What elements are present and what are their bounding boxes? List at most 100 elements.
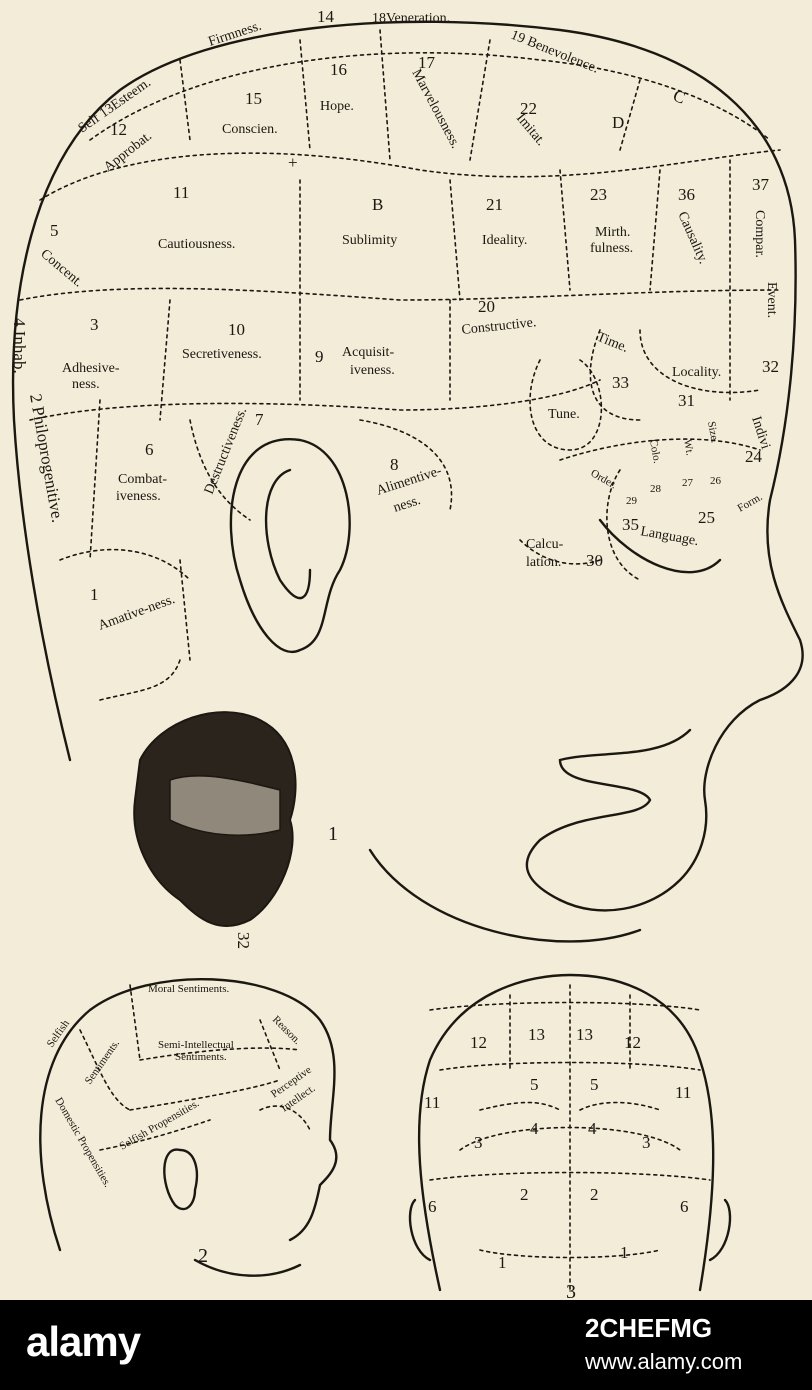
label-tune: Tune. xyxy=(548,407,580,422)
figure-three: 12 13 13 12 11 5 5 11 3 4 4 3 2 2 6 6 1 … xyxy=(408,973,732,1300)
number-29: 29 xyxy=(626,495,638,507)
number-36: 36 xyxy=(678,185,695,204)
number-17: 17 xyxy=(418,53,436,72)
skull-number: 32 xyxy=(234,932,253,949)
figure-two-dividers xyxy=(79,984,311,1151)
figure-three-outline xyxy=(417,973,715,1292)
number-35: 35 xyxy=(622,515,639,534)
number-10: 10 xyxy=(228,320,245,339)
number-15: 15 xyxy=(245,89,262,108)
figure-2-number: 2 xyxy=(198,1245,208,1267)
number-7: 7 xyxy=(255,410,264,429)
number-11: 11 xyxy=(173,183,189,202)
figure-three-2b: 2 xyxy=(590,1185,599,1204)
number-33: 33 xyxy=(612,373,629,392)
figure-two-outline xyxy=(39,977,338,1252)
label-21: Ideality. xyxy=(482,233,527,248)
number-6: 6 xyxy=(145,440,154,459)
label-17: Marvelousness. xyxy=(408,67,462,151)
number-3: 3 xyxy=(90,315,99,334)
label-form: Form. xyxy=(736,491,765,515)
label-1: Amative-ness. xyxy=(96,592,177,634)
label-9a: Acquisit- xyxy=(342,345,394,360)
figure-two-reason: Reason. xyxy=(270,1014,304,1048)
label-7: Destructiveness. xyxy=(202,405,250,496)
label-b: Sublimity xyxy=(342,233,397,248)
figure-two-domestic: Domestic Propensities. xyxy=(52,1096,113,1190)
label-30a: Calcu- xyxy=(526,537,564,552)
figure-two-moral: Moral Sentiments. xyxy=(148,983,230,995)
label-2: 2 Philoprogenitive. xyxy=(26,392,67,524)
number-1: 1 xyxy=(90,585,99,604)
figure-two-semi-a: Semi-Intellectual xyxy=(158,1039,234,1051)
figure-three-3b: 3 xyxy=(642,1133,651,1152)
figure-three-4b: 4 xyxy=(588,1119,597,1138)
plus-mark: + xyxy=(288,153,298,172)
phrenology-illustration: 4 Inhab. 2 Philoprogenitive. 1 Amative-n… xyxy=(10,7,804,1300)
ear-outline xyxy=(229,438,351,653)
number-14: 14 xyxy=(317,7,335,26)
figure-three-ear-left xyxy=(408,1198,432,1262)
figure-three-12b: 12 xyxy=(624,1033,641,1052)
label-8a: Alimentive- xyxy=(375,464,444,499)
number-12: 12 xyxy=(110,120,127,139)
label-16: Hope. xyxy=(320,99,354,114)
label-locality: Locality. xyxy=(672,365,721,380)
figure-1-number: 1 xyxy=(328,823,338,845)
figure-three-1b: 1 xyxy=(620,1243,629,1262)
figure-three-5a: 5 xyxy=(530,1075,539,1094)
figure-three-13a: 13 xyxy=(528,1025,545,1044)
label-3a: Adhesive- xyxy=(62,361,120,376)
number-37: 37 xyxy=(752,175,770,194)
number-30: 30 xyxy=(586,551,603,570)
label-colo: Colo. xyxy=(647,438,663,464)
label-36: Causality. xyxy=(674,210,710,267)
label-14: Firmness. xyxy=(207,19,264,50)
figure-two-semi-b: Sentiments. xyxy=(175,1051,227,1063)
figure-two-sentiments: Sentiments. xyxy=(83,1037,123,1086)
label-23b: fulness. xyxy=(590,241,633,256)
image-id: 2CHEFMG xyxy=(585,1313,713,1343)
site-url[interactable]: www.alamy.com xyxy=(585,1349,743,1374)
skull-highlight xyxy=(169,775,281,836)
alamy-logo[interactable]: alamy xyxy=(26,1318,141,1365)
number-27: 27 xyxy=(682,477,694,489)
label-6a: Combat- xyxy=(118,472,167,487)
figure-three-ear-right xyxy=(708,1198,732,1262)
ear-inner xyxy=(264,468,312,600)
figure-three-11a: 11 xyxy=(424,1093,440,1112)
label-5: Concent. xyxy=(37,247,85,291)
letter-b: B xyxy=(372,195,383,214)
figure-three-11b: 11 xyxy=(675,1083,691,1102)
figure-three-12a: 12 xyxy=(470,1033,487,1052)
label-wt: Wt. xyxy=(681,438,696,456)
number-16: 16 xyxy=(330,60,347,79)
faculty-labels: 4 Inhab. 2 Philoprogenitive. 1 Amative-n… xyxy=(10,7,779,634)
label-3b: ness. xyxy=(72,377,100,392)
face-profile xyxy=(525,728,692,902)
eye-outline xyxy=(598,518,722,574)
label-30b: lation. xyxy=(526,555,561,570)
number-31: 31 xyxy=(678,391,695,410)
number-24: 24 xyxy=(745,447,763,466)
number-23: 23 xyxy=(590,185,607,204)
figure-three-5b: 5 xyxy=(590,1075,599,1094)
figure-two-ear xyxy=(163,1148,199,1211)
label-15: Conscien. xyxy=(222,122,278,137)
figure-two-chin xyxy=(193,1258,302,1277)
label-23a: Mirth. xyxy=(595,225,630,240)
label-24: Indivi xyxy=(748,415,773,452)
letter-d: D xyxy=(612,113,624,132)
figure-three-6b: 6 xyxy=(680,1197,689,1216)
label-size: Size. xyxy=(705,420,721,444)
label-order: Order. xyxy=(589,467,619,491)
label-event: Event. xyxy=(764,282,779,318)
number-21: 21 xyxy=(486,195,503,214)
number-22: 22 xyxy=(520,99,537,118)
figure-three-2a: 2 xyxy=(520,1185,529,1204)
watermark-footer: alamy 2CHEFMG www.alamy.com xyxy=(0,1300,812,1390)
number-25: 25 xyxy=(698,508,715,527)
main-head-outline xyxy=(11,20,804,912)
label-10: Secretiveness. xyxy=(182,347,262,362)
